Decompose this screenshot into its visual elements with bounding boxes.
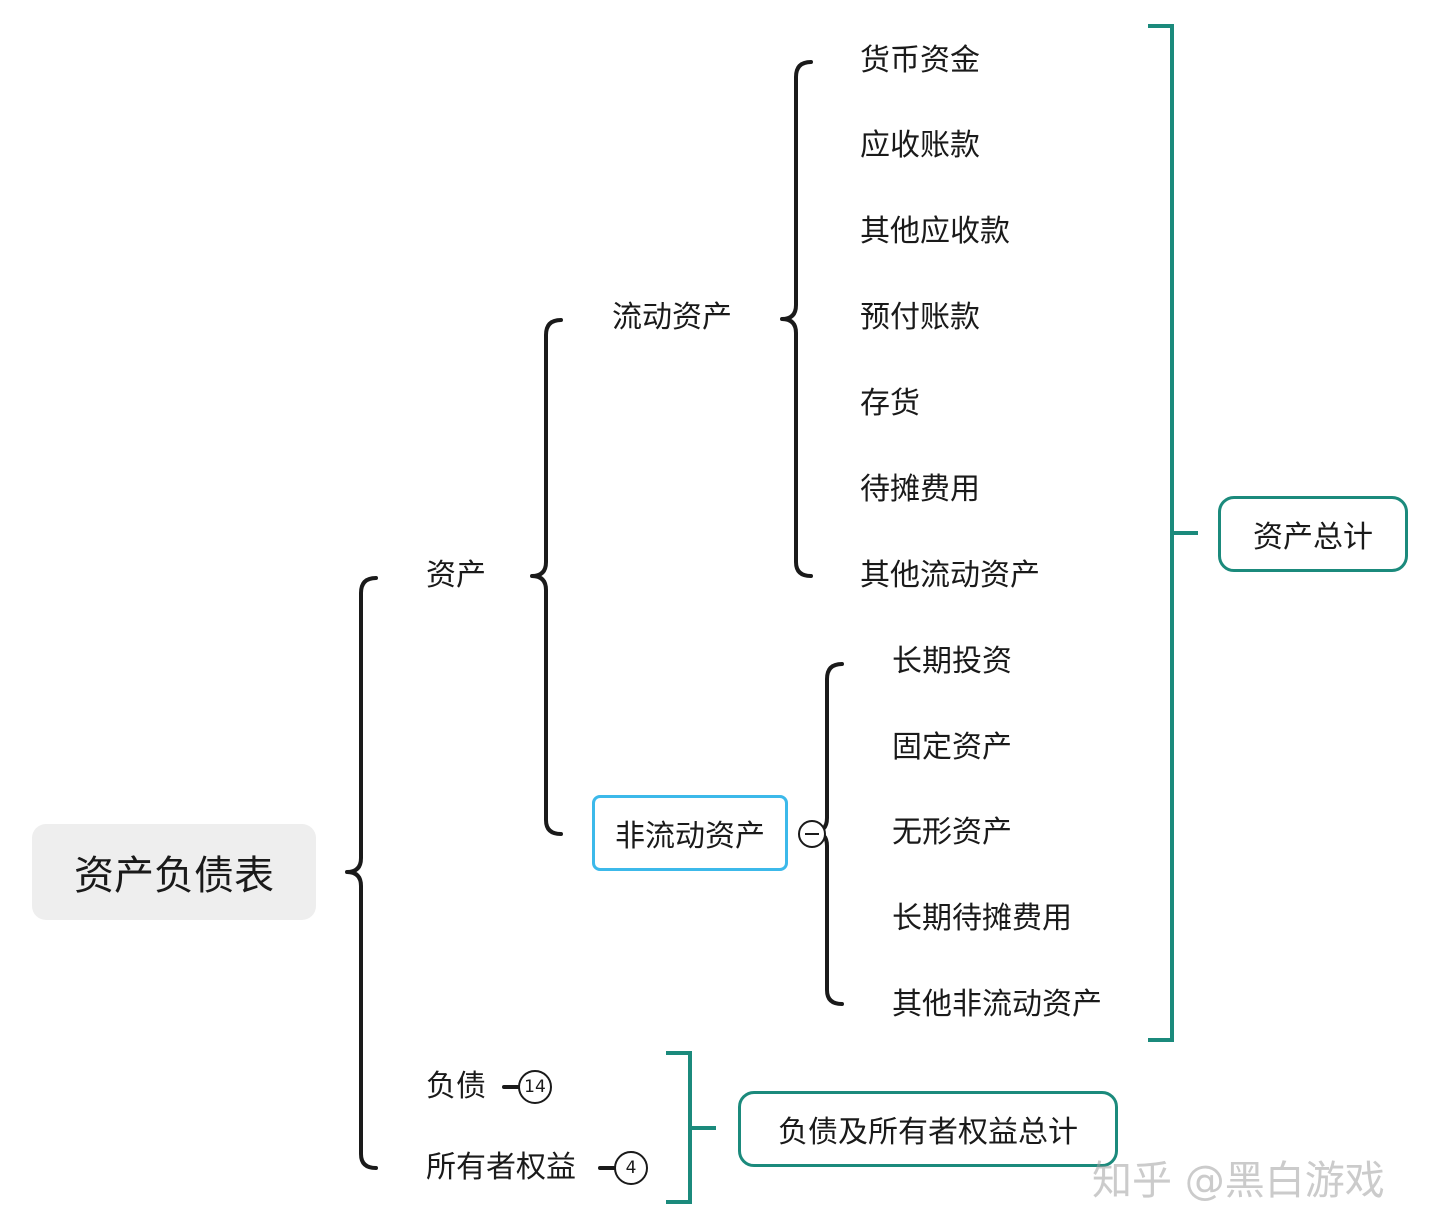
node-noncurrent-item[interactable]: 其他非流动资产 <box>892 987 1102 1022</box>
node-noncurrent-item[interactable]: 无形资产 <box>892 815 1012 850</box>
bracket-total-assets <box>1148 24 1174 1042</box>
brace-assets <box>530 318 563 836</box>
summary-total-liabilities-equity[interactable]: 负债及所有者权益总计 <box>738 1091 1118 1167</box>
brace-current <box>780 60 813 578</box>
node-noncurrent-assets-selected[interactable]: 非流动资产 <box>592 795 788 871</box>
equity-collapsed-count-badge[interactable]: 4 <box>614 1151 648 1185</box>
node-current-item[interactable]: 待摊费用 <box>860 472 980 507</box>
node-current-item[interactable]: 货币资金 <box>860 43 980 78</box>
node-current-item[interactable]: 其他应收款 <box>860 214 1010 249</box>
root-node[interactable]: 资产负债表 <box>32 824 316 920</box>
node-current-assets[interactable]: 流动资产 <box>612 300 732 335</box>
node-equity[interactable]: 所有者权益 <box>426 1150 576 1185</box>
node-assets[interactable]: 资产 <box>426 558 486 593</box>
node-current-item[interactable]: 存货 <box>860 386 920 421</box>
liabilities-collapsed-count-badge[interactable]: 14 <box>518 1070 552 1104</box>
node-current-item[interactable]: 应收账款 <box>860 128 980 163</box>
node-current-item[interactable]: 预付账款 <box>860 300 980 335</box>
summary-total-assets[interactable]: 资产总计 <box>1218 496 1408 572</box>
node-liabilities[interactable]: 负债 <box>426 1069 486 1104</box>
node-noncurrent-item[interactable]: 长期投资 <box>892 644 1012 679</box>
node-noncurrent-item[interactable]: 固定资产 <box>892 730 1012 765</box>
collapse-minus-icon[interactable] <box>798 820 826 848</box>
watermark: 知乎 @黑白游戏 <box>1092 1158 1385 1204</box>
brace-root <box>345 576 378 1170</box>
node-noncurrent-item[interactable]: 长期待摊费用 <box>892 901 1072 936</box>
node-current-item[interactable]: 其他流动资产 <box>860 558 1040 593</box>
bracket-total-liab-equity <box>666 1051 692 1204</box>
